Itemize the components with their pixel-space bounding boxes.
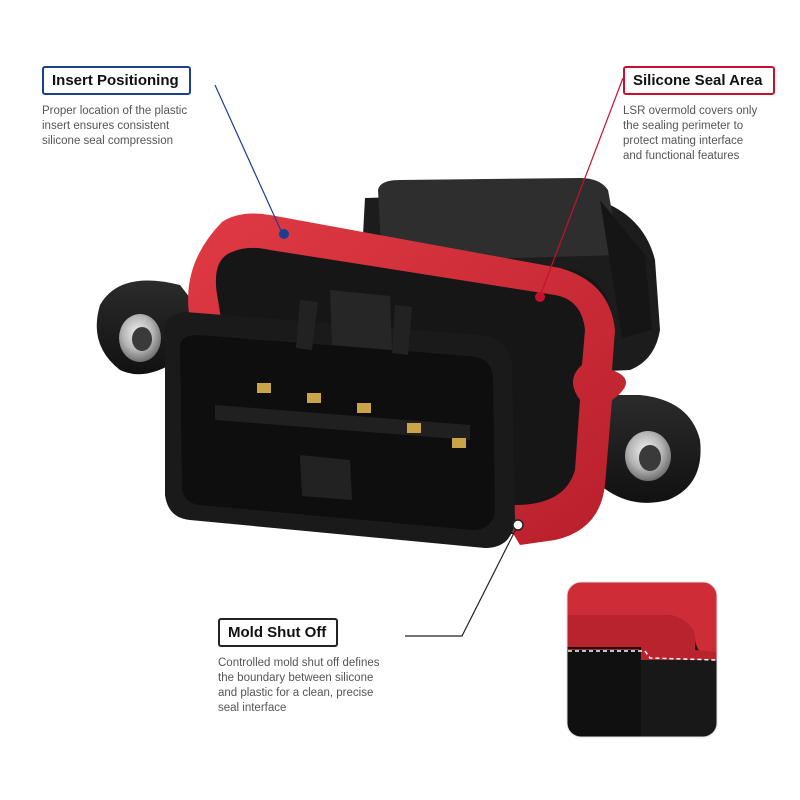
description-line: the boundary between silicone <box>218 672 374 684</box>
front-plug <box>164 290 515 548</box>
description-line: silicone seal compression <box>42 135 174 147</box>
callout-title: Silicone Seal Area <box>623 66 775 95</box>
callout-insert-positioning: Insert Positioning Proper location of th… <box>42 66 191 149</box>
shut-off-boundary <box>568 650 717 661</box>
description-line: the sealing perimeter to <box>623 120 744 132</box>
leader-lines <box>214 77 624 637</box>
contact-pin <box>307 393 321 403</box>
contact-pin <box>357 403 371 413</box>
description-line: and plastic for a clean, precise <box>218 687 374 699</box>
callout-description: Proper location of the plastic insert en… <box>42 104 191 149</box>
description-line: protect mating interface <box>623 135 744 147</box>
callout-title: Insert Positioning <box>42 66 191 95</box>
detail-inset <box>566 581 718 738</box>
top-latch <box>330 290 392 350</box>
bottom-key <box>300 455 352 500</box>
description-line: seal interface <box>218 702 287 714</box>
seal-marker <box>535 292 545 302</box>
insert-leader-line <box>214 84 283 234</box>
contact-pin <box>452 438 466 448</box>
description-line: LSR overmold covers only <box>623 105 758 117</box>
contact-pin <box>257 383 271 393</box>
callout-title: Mold Shut Off <box>218 618 339 647</box>
right-mounting-ear <box>600 395 701 503</box>
contact-pin <box>407 423 421 433</box>
contact-pins <box>257 383 466 448</box>
insert-marker <box>279 229 289 239</box>
description-line: Proper location of the plastic <box>42 105 188 117</box>
description-line: and functional features <box>623 150 740 162</box>
callout-description: Controlled mold shut off defines the bou… <box>218 656 380 716</box>
callout-description: LSR overmold covers only the sealing per… <box>623 104 775 164</box>
description-line: Controlled mold shut off defines <box>218 657 380 669</box>
description-line: insert ensures consistent <box>42 120 170 132</box>
mold-marker <box>512 519 524 531</box>
callout-silicone-seal-area: Silicone Seal Area LSR overmold covers o… <box>623 66 775 164</box>
mold-leader-line <box>405 526 518 637</box>
silicone-seal-ring <box>188 213 627 545</box>
callout-mold-shut-off: Mold Shut Off Controlled mold shut off d… <box>218 618 380 716</box>
seal-leader-line <box>539 77 624 297</box>
